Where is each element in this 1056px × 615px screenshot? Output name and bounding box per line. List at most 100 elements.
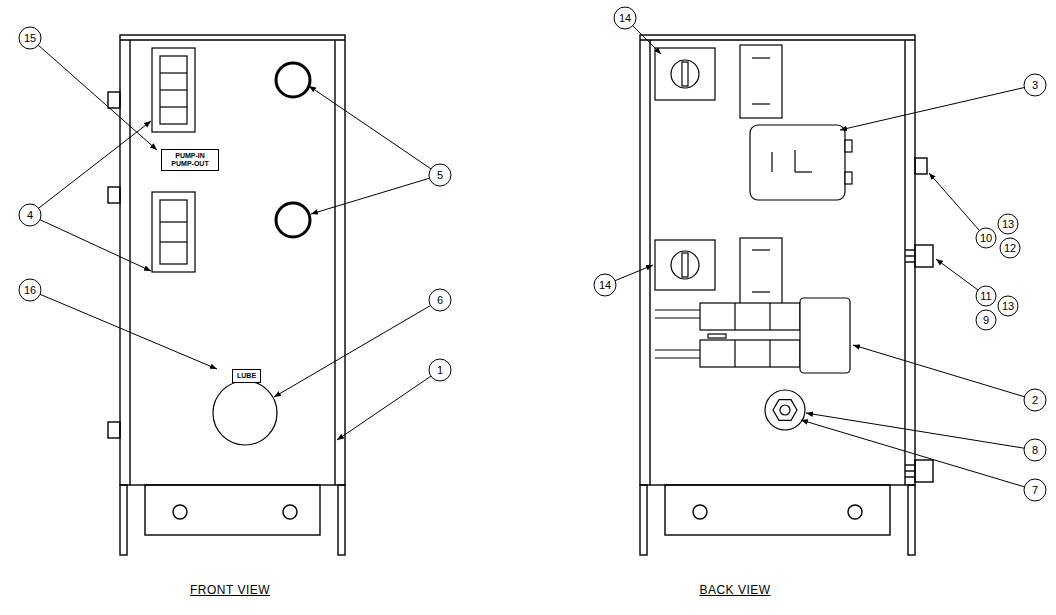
callout-bubble (19, 204, 41, 226)
callout-bubble (976, 286, 996, 306)
rocker-switch (160, 72, 187, 73)
front-view-housing (145, 485, 320, 535)
callout-number: 11 (980, 291, 991, 302)
callout-bubble (1024, 439, 1046, 461)
leader-line (853, 345, 1025, 397)
callout-number: 15 (24, 33, 36, 44)
callout-bubble (594, 274, 616, 296)
connector-socket (750, 125, 845, 200)
lube-button (213, 381, 277, 445)
leader-line (840, 88, 1024, 131)
connector-socket (750, 125, 852, 200)
rocker-switch (160, 89, 187, 90)
pump-valve (655, 298, 850, 373)
front-view-housing (108, 187, 120, 203)
pump-valve (800, 298, 850, 373)
front-view-housing (120, 485, 127, 555)
nameplate-label: PUMP-IN PUMP-OUT (161, 149, 219, 171)
connector-socket (845, 140, 852, 152)
callout-number: 6 (437, 295, 443, 306)
leader-line (936, 259, 978, 290)
relay (740, 238, 782, 305)
back-view-housing (915, 245, 933, 267)
callout-number: 2 (1032, 395, 1038, 406)
callout-bubble (1024, 74, 1046, 96)
front-view-housing (334, 40, 335, 485)
back-view-housing (905, 261, 915, 262)
indicator-light (276, 63, 310, 237)
callout-number: 10 (980, 233, 992, 244)
back-view-housing (905, 470, 915, 471)
rocker-switch (152, 192, 195, 272)
rotary-switch (671, 60, 699, 88)
leader-line (801, 420, 1025, 487)
callout-bubble (998, 214, 1018, 234)
back-view-housing (640, 485, 647, 555)
connector-socket (794, 150, 795, 172)
callout-number: 5 (437, 170, 443, 181)
callout-number: 14 (599, 280, 611, 291)
grease-fitting (773, 400, 797, 421)
callout-number: 1 (437, 365, 443, 376)
front-view-housing (173, 505, 187, 519)
pump-valve (700, 303, 800, 330)
pump-valve (655, 349, 700, 350)
back-view-housing (665, 485, 890, 535)
rotary-switch (682, 62, 688, 86)
callout-bubble (19, 27, 41, 49)
leader-line (806, 413, 1024, 448)
leader-line (38, 26, 1024, 487)
leader-line (38, 45, 157, 150)
lube-button (213, 381, 277, 445)
rocker-switch (160, 56, 187, 124)
callout-bubble (976, 228, 996, 248)
pump-valve (655, 309, 700, 310)
leader-line (39, 121, 151, 208)
callout-number: 12 (1004, 243, 1016, 254)
front-view-housing (283, 505, 297, 519)
front-view-housing (120, 39, 345, 40)
back-view-housing (640, 35, 915, 485)
back-view-housing (915, 460, 933, 482)
relay (740, 45, 782, 118)
leader-line (633, 26, 661, 54)
grease-fitting (765, 390, 805, 430)
rotary-switch (655, 240, 715, 290)
label-text: LUBE (237, 372, 256, 380)
callout-number: 4 (27, 210, 33, 221)
pump-valve (655, 357, 700, 358)
pump-valve (769, 340, 770, 367)
back-view-housing (905, 255, 915, 256)
front-view-housing (338, 485, 345, 555)
relay (752, 57, 770, 58)
leader-line (40, 220, 151, 271)
view-title: BACK VIEW (699, 584, 770, 596)
back-view-housing (905, 464, 915, 465)
back-view-housing (640, 35, 933, 555)
back-view-housing (848, 505, 862, 519)
leader-line (929, 173, 979, 231)
back-view-housing (649, 40, 650, 485)
callout-bubble (1024, 479, 1046, 501)
rotary-switch (655, 48, 715, 100)
pump-valve (655, 317, 700, 318)
back-view-housing (908, 485, 915, 555)
callout-number: 3 (1032, 80, 1038, 91)
front-view-housing (120, 35, 345, 485)
callout-bubble (998, 296, 1018, 316)
grease-fitting (780, 405, 790, 415)
indicator-light (276, 63, 310, 97)
callout-number: 14 (619, 13, 631, 24)
callout-bubble (614, 7, 636, 29)
rocker-switch (160, 106, 187, 107)
callout-bubble (1000, 238, 1020, 258)
leader-line (274, 306, 431, 398)
rocker-switch (160, 200, 187, 264)
pump-valve (734, 340, 735, 367)
callout-number: 16 (24, 285, 36, 296)
rocker-switch (160, 241, 187, 242)
rotary-switch (671, 251, 699, 279)
nameplate-label: LUBE (232, 369, 261, 383)
leader-line (309, 86, 431, 169)
